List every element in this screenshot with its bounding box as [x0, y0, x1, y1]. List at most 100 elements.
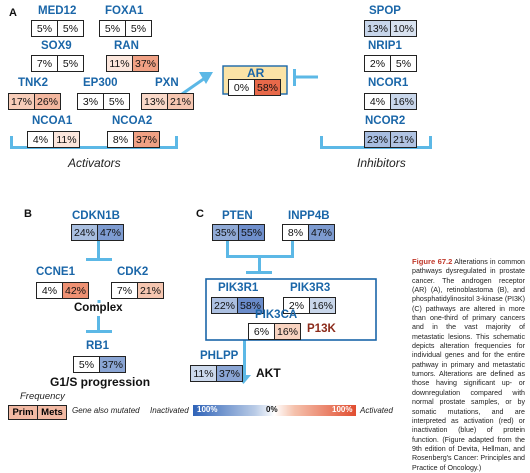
mets-value: 58%: [237, 298, 263, 313]
prim-value: 2%: [284, 298, 309, 313]
gene-name: MED12: [38, 5, 77, 17]
gene-frequency-pair: 4% 11%: [27, 131, 80, 148]
panel-label-b: B: [24, 208, 32, 220]
gene-name: NCOR1: [368, 77, 409, 89]
prim-value: 22%: [212, 298, 237, 313]
legend-right-pct: 100%: [332, 405, 353, 414]
legend-prim: Prim: [9, 406, 37, 419]
gene-frequency-pair: 3% 5%: [77, 93, 130, 110]
figure-caption: Figure 67.2 Alterations in common pathwa…: [412, 257, 525, 473]
mets-value: 21%: [167, 94, 193, 109]
gene-name: PHLPP: [200, 350, 239, 362]
prim-value: 35%: [213, 225, 238, 240]
mets-value: 5%: [390, 56, 416, 71]
gene-name: NCOR2: [365, 115, 406, 127]
gene-frequency-pair: 8% 47%: [282, 224, 335, 241]
legend-inactivated: Inactivated: [150, 406, 189, 415]
gene-frequency-pair: 4% 42%: [36, 282, 89, 299]
gene-name: PIK3CA: [255, 309, 298, 321]
gene-name: SOX9: [41, 40, 72, 52]
prim-value: 8%: [283, 225, 308, 240]
gene-name-ar: AR: [247, 66, 265, 80]
gene-frequency-pair: 6% 16%: [248, 323, 301, 340]
gene-frequency-pair: 23% 21%: [364, 131, 417, 148]
mets-value: 5%: [57, 21, 83, 36]
gene-name: RB1: [86, 340, 110, 352]
gene-name: CDKN1B: [72, 210, 120, 222]
prim-value: 0%: [229, 80, 254, 95]
prim-value: 17%: [9, 94, 34, 109]
prim-value: 13%: [365, 21, 390, 36]
legend-frequency-label: Frequency: [20, 391, 65, 402]
prim-value: 4%: [37, 283, 62, 298]
prim-value: 5%: [74, 357, 99, 372]
gene-name: PTEN: [222, 210, 253, 222]
prim-value: 3%: [78, 94, 103, 109]
gene-frequency-pair: 2% 5%: [364, 55, 417, 72]
caption-text: Alterations in common pathways dysregula…: [412, 258, 525, 472]
gene-name: CDK2: [117, 266, 149, 278]
prim-value: 24%: [72, 225, 97, 240]
complex-label: Complex: [74, 302, 123, 314]
legend-mets: Mets: [37, 406, 66, 419]
gene-frequency-pair: 5% 37%: [73, 356, 126, 373]
inhibitors-label: Inhibitors: [357, 156, 406, 170]
legend-activated: Activated: [360, 406, 393, 415]
gene-frequency-pair: 17% 26%: [8, 93, 61, 110]
gene-name: PIK3R1: [218, 282, 259, 294]
mets-value: 47%: [308, 225, 334, 240]
prim-value: 5%: [100, 21, 125, 36]
mets-value: 55%: [238, 225, 264, 240]
g1s-progression-label: G1/S progression: [50, 375, 151, 389]
gene-frequency-pair: 13% 21%: [141, 93, 194, 110]
gene-frequency-pair: 11% 37%: [106, 55, 159, 72]
mets-value: 37%: [99, 357, 125, 372]
prim-value: 8%: [108, 132, 133, 147]
mets-value: 58%: [254, 80, 280, 95]
gene-frequency-pair: 35% 55%: [212, 224, 265, 241]
prim-value: 4%: [365, 94, 390, 109]
gene-frequency-pair: 7% 5%: [31, 55, 84, 72]
gene-name: NCOA2: [112, 115, 153, 127]
legend-color-gradient: [193, 405, 356, 416]
prim-value: 7%: [32, 56, 57, 71]
mets-value: 5%: [103, 94, 129, 109]
prim-value: 11%: [191, 366, 216, 381]
gene-name: SPOP: [369, 5, 401, 17]
gene-name: TNK2: [18, 77, 49, 89]
prim-value: 4%: [28, 132, 53, 147]
gene-name: RAN: [114, 40, 139, 52]
gene-name: INPP4B: [288, 210, 330, 222]
akt-label: AKT: [256, 366, 281, 380]
panel-label-c: C: [196, 208, 204, 220]
mets-value: 47%: [97, 225, 123, 240]
panel-label-a: A: [9, 7, 17, 19]
gene-frequency-pair: 7% 21%: [111, 282, 164, 299]
mets-value: 16%: [390, 94, 416, 109]
mets-value: 37%: [133, 132, 159, 147]
p13k-label: P13K: [307, 323, 336, 335]
legend-gene-also-mutated: Gene also mutated: [72, 406, 140, 415]
gene-name: NCOA1: [32, 115, 73, 127]
mets-value: 37%: [132, 56, 158, 71]
gene-name: NRIP1: [368, 40, 402, 52]
mets-value: 42%: [62, 283, 88, 298]
prim-value: 2%: [365, 56, 390, 71]
figure-label: Figure 67.2: [412, 257, 453, 266]
mets-value: 11%: [53, 132, 79, 147]
prim-value: 7%: [112, 283, 137, 298]
gene-frequency-pair: 2% 16%: [283, 297, 336, 314]
gene-name: PXN: [155, 77, 179, 89]
gene-frequency-pair: 0% 58%: [228, 79, 281, 96]
mets-value: 5%: [125, 21, 151, 36]
mets-value: 21%: [137, 283, 163, 298]
gene-frequency-pair: 13% 10%: [364, 20, 417, 37]
legend-left-pct: 100%: [197, 405, 218, 414]
legend-mid-pct: 0%: [266, 405, 278, 414]
gene-frequency-pair: 11% 37%: [190, 365, 243, 382]
mets-value: 16%: [274, 324, 300, 339]
prim-value: 11%: [107, 56, 132, 71]
mets-value: 16%: [309, 298, 335, 313]
gene-name: FOXA1: [105, 5, 144, 17]
prim-value: 6%: [249, 324, 274, 339]
